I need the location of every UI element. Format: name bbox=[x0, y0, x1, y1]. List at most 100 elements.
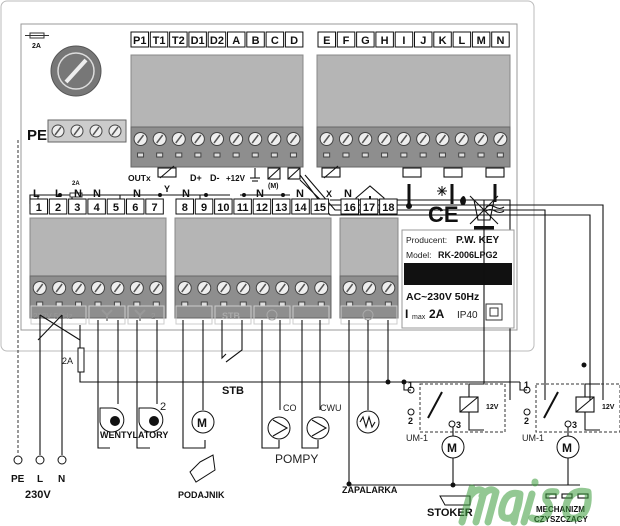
terminal-label: H bbox=[381, 35, 389, 47]
terminal-label-box bbox=[233, 198, 252, 215]
screw-slot-mark bbox=[251, 134, 259, 144]
letter-n3: N bbox=[74, 188, 82, 200]
terminal-label-box bbox=[214, 198, 233, 215]
relay-left-label: UM-1 bbox=[406, 433, 428, 443]
terminal-label-box bbox=[87, 198, 106, 215]
ip-rating: IP40 bbox=[457, 310, 478, 321]
fan-2-number: 2 bbox=[160, 401, 166, 413]
terminal-label: A bbox=[232, 35, 240, 47]
bottom-terminal-block-b bbox=[174, 217, 332, 319]
terminal-slot bbox=[477, 152, 485, 158]
terminal-slot bbox=[496, 152, 504, 158]
terminal-cover bbox=[174, 217, 332, 277]
rating-plate: Producent: P.W. KEY Model: RK-2006LPG2 A… bbox=[401, 229, 515, 329]
ce-mark: CE bbox=[428, 202, 459, 227]
pump-cwu-icon bbox=[306, 416, 330, 440]
terminal-slot bbox=[419, 152, 427, 158]
terminal-label: L bbox=[458, 35, 465, 47]
screw-slot-mark bbox=[438, 134, 447, 144]
inner-fuse-icon bbox=[69, 192, 83, 198]
terminal-label: 16 bbox=[344, 202, 356, 214]
terminal-slot bbox=[36, 301, 44, 307]
terminal-label: K bbox=[439, 35, 447, 47]
terminal-label-box bbox=[246, 31, 265, 48]
pe-label: PE bbox=[27, 127, 47, 144]
bottom-terminal-block-c bbox=[339, 217, 399, 319]
terminal-label-box bbox=[491, 31, 510, 48]
terminal-label-box bbox=[169, 31, 188, 48]
relay-um1-right bbox=[519, 382, 620, 433]
screw-slot-mark bbox=[74, 283, 83, 293]
screw-slot-mark bbox=[323, 134, 331, 144]
feeder-motor-letter: M bbox=[197, 416, 207, 430]
terminal-slot bbox=[181, 301, 189, 307]
terminal-slot bbox=[317, 301, 325, 307]
stoker-motor-letter: M bbox=[447, 441, 457, 455]
terminal-slot bbox=[289, 152, 297, 158]
dminus-label: D- bbox=[210, 173, 220, 183]
screw-slot-mark bbox=[270, 134, 278, 144]
screw-slot-mark bbox=[213, 134, 221, 144]
screw-slot-mark bbox=[496, 134, 504, 144]
terminal-label: 15 bbox=[314, 202, 326, 214]
screw-slot-mark bbox=[181, 283, 189, 293]
terminal-label-box bbox=[340, 198, 359, 215]
terminal-label-box bbox=[471, 31, 491, 48]
screw-slot-mark bbox=[113, 283, 122, 293]
terminal-slot bbox=[137, 152, 145, 158]
fan2-output-icon bbox=[127, 305, 165, 325]
fan2-output-number: 2 bbox=[151, 312, 156, 321]
pe-terminal-block bbox=[47, 119, 127, 143]
terminal-slot bbox=[251, 152, 259, 158]
terminal-slot bbox=[94, 301, 102, 307]
display-window bbox=[404, 263, 512, 285]
terminal-label: T1 bbox=[153, 35, 166, 47]
terminal-label: 11 bbox=[237, 202, 249, 214]
letter-n12: N bbox=[256, 188, 264, 200]
terminal-slot bbox=[175, 152, 183, 158]
model-value: RK-2006LPG2 bbox=[438, 250, 498, 260]
screw-slot-mark bbox=[278, 283, 286, 293]
relay-um1-left bbox=[403, 200, 506, 433]
cleaning-label-1: MECHANIZM bbox=[536, 505, 585, 514]
producer-label: Producent: bbox=[406, 235, 447, 245]
screw-slot-mark bbox=[156, 134, 164, 144]
fuse-icon bbox=[25, 32, 49, 39]
feeder-motor-icon bbox=[191, 410, 215, 434]
stb-label: STB bbox=[222, 385, 244, 397]
fuse-holder[interactable] bbox=[50, 45, 102, 97]
terminal-label: D bbox=[290, 35, 298, 47]
letter-n8: N bbox=[182, 188, 190, 200]
terminal-label: N bbox=[496, 35, 504, 47]
terminal-label: I bbox=[402, 35, 405, 47]
imax-value: 2A bbox=[429, 307, 445, 321]
screw-slot-mark bbox=[361, 134, 369, 144]
fuse-label: 2A bbox=[32, 43, 41, 50]
relay-right-label: UM-1 bbox=[522, 433, 544, 443]
terminal-label-box bbox=[207, 31, 227, 48]
terminal-slot bbox=[113, 301, 121, 307]
mains-terminals bbox=[13, 455, 67, 465]
screw-slot-mark bbox=[111, 126, 119, 136]
terminal-label-box bbox=[379, 198, 398, 215]
terminal-slot bbox=[323, 152, 331, 158]
screw-slot-mark bbox=[220, 283, 228, 293]
mains-l: L bbox=[37, 474, 43, 485]
feeder-output-icon bbox=[175, 305, 213, 325]
terminal-label: P1 bbox=[133, 35, 146, 47]
terminal-label: B bbox=[252, 35, 260, 47]
screw-slot-mark bbox=[365, 283, 373, 293]
relay-coil-symbol bbox=[267, 167, 301, 180]
letter-l1: L bbox=[33, 188, 40, 200]
terminal-label: J bbox=[420, 35, 426, 47]
screw-slot-mark bbox=[73, 126, 81, 136]
terminal-label-box bbox=[48, 198, 68, 215]
terminal-label-box bbox=[188, 31, 207, 48]
terminal-label: 18 bbox=[382, 202, 394, 214]
relay-right-pin-2: 2 bbox=[524, 416, 529, 426]
terminal-strip bbox=[174, 275, 332, 319]
terminal-label: M bbox=[477, 35, 486, 47]
mains-n: N bbox=[58, 474, 65, 485]
